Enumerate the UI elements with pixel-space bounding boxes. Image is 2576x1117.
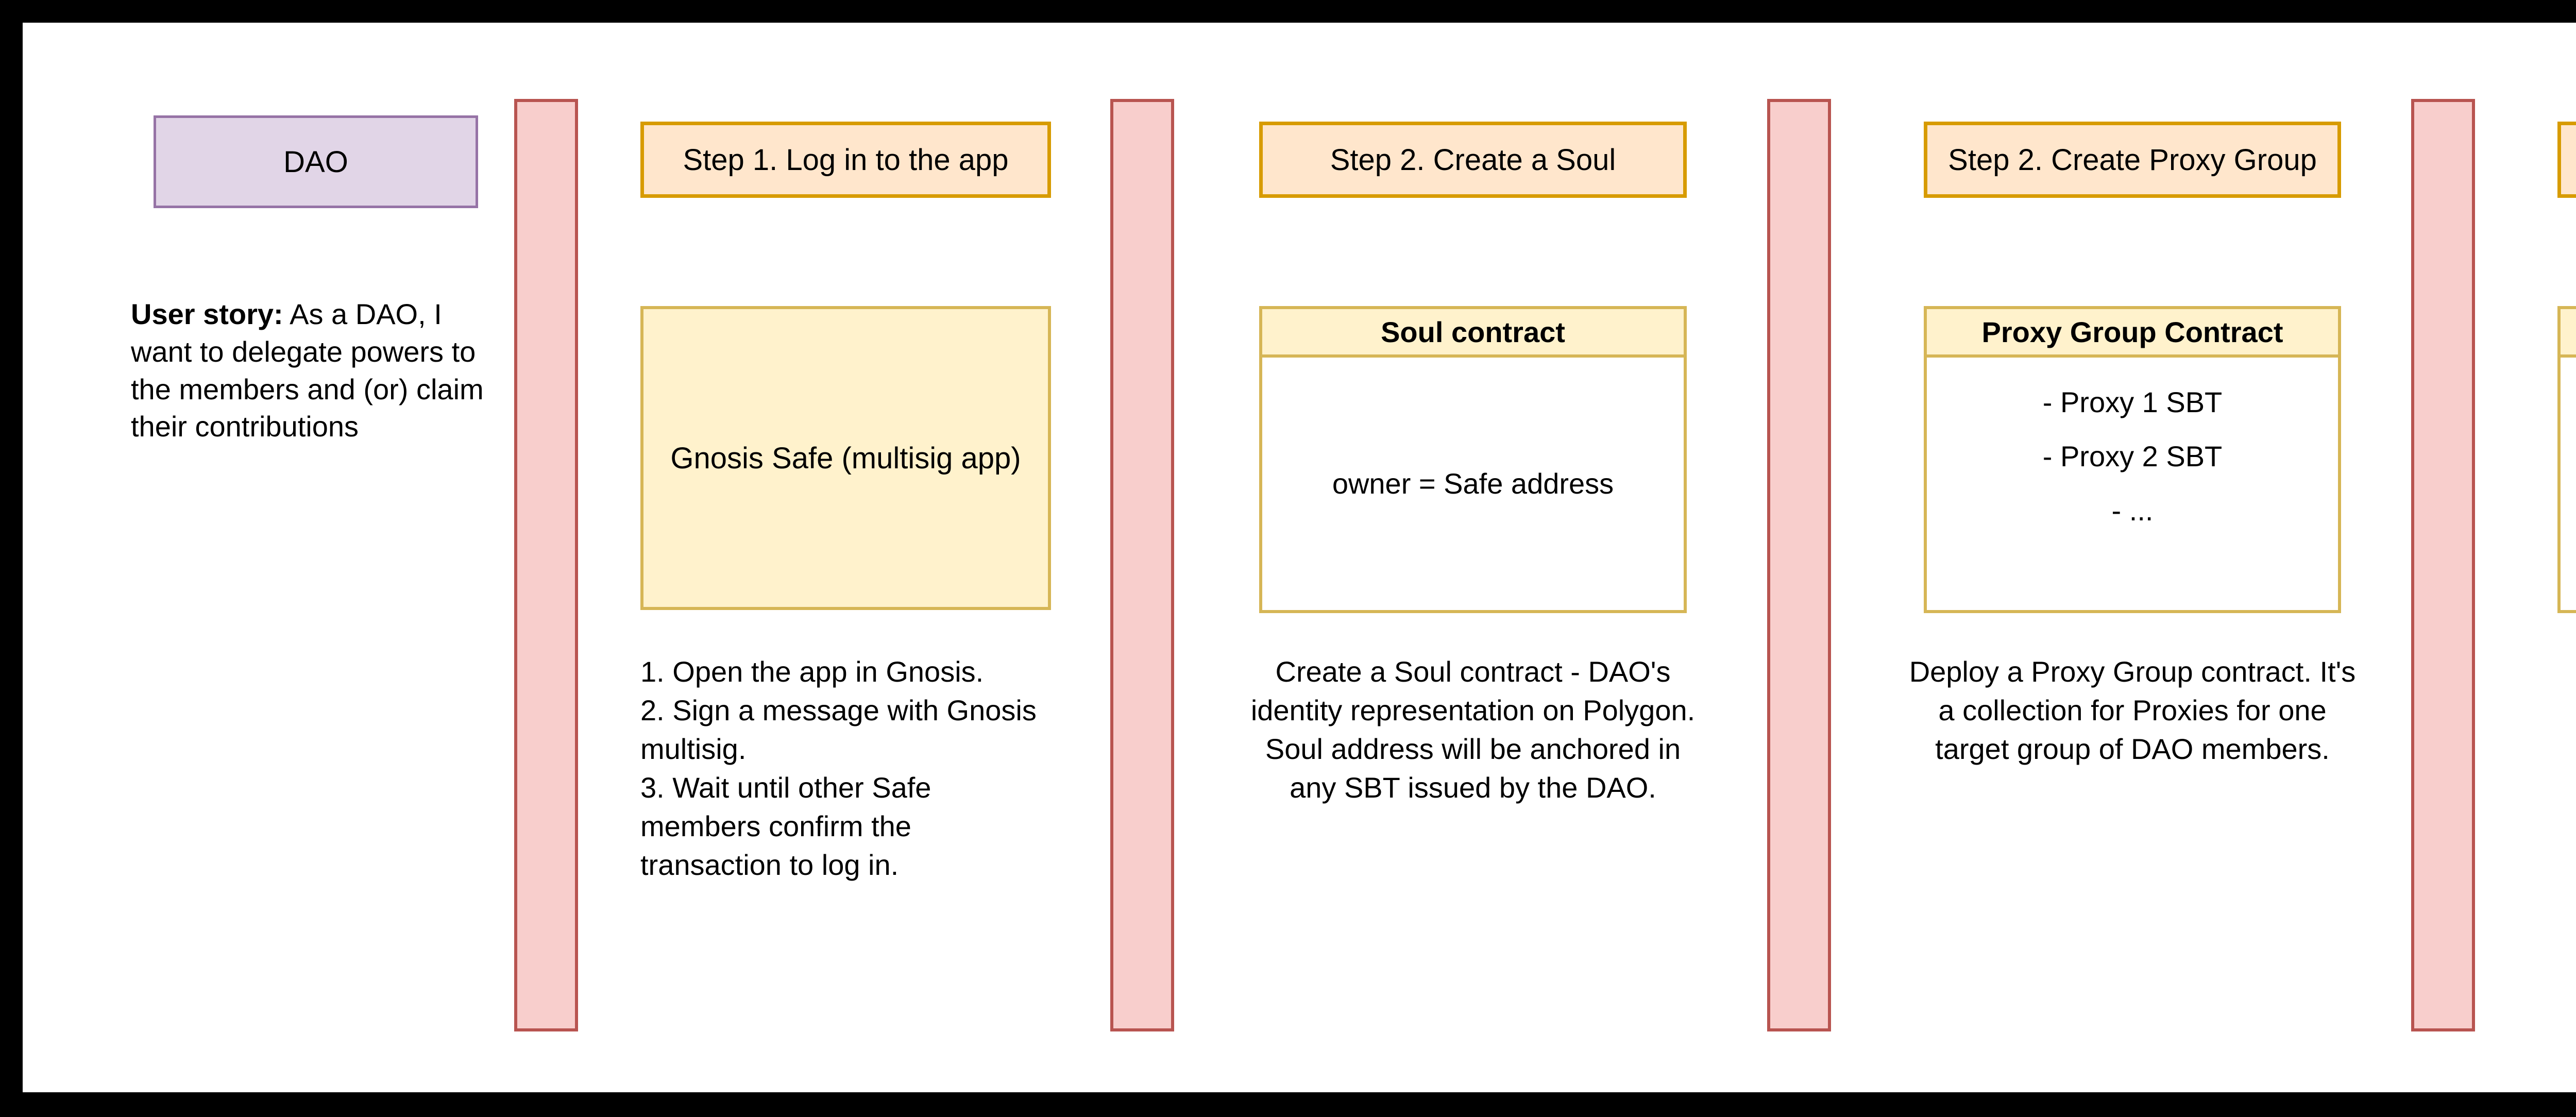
contract-body-proxy-sbt: - Reference to Representative's soul - R… xyxy=(2557,354,2576,613)
user-story-body: As a DAO, I want to delegate powers to t… xyxy=(131,298,484,443)
contract-title-proxy-group: Proxy Group Contract xyxy=(1924,306,2341,354)
contract-body-proxy-group: - Proxy 1 SBT - Proxy 2 SBT - ... xyxy=(1924,354,2341,613)
step-header-log-in[interactable]: Step 1. Log in to the app xyxy=(640,122,1051,198)
description-issue-proxy: Issue a Proxy SBT. Describe member's rol… xyxy=(2568,652,2576,768)
contract-title-soul: Soul contract xyxy=(1259,306,1687,354)
step-header-label: Step 2. Create a Soul xyxy=(1330,143,1616,177)
user-story-text: User story: As a DAO, I want to delegate… xyxy=(131,296,492,446)
list-item: - Proxy 2 SBT xyxy=(2042,439,2223,472)
list-item: - ... xyxy=(2111,494,2154,527)
step-header-create-soul[interactable]: Step 2. Create a Soul xyxy=(1259,122,1687,198)
contract-proxy-sbt[interactable]: Proxy SBT - Reference to Representative'… xyxy=(2557,306,2576,613)
swimlane-bar-1 xyxy=(514,99,578,1031)
contract-soul[interactable]: Soul contract owner = Safe address xyxy=(1259,306,1687,613)
contract-proxy-group[interactable]: Proxy Group Contract - Proxy 1 SBT - Pro… xyxy=(1924,306,2341,613)
actor-label: DAO xyxy=(283,145,348,179)
contract-title-proxy-sbt: Proxy SBT xyxy=(2557,306,2576,354)
description-create-soul: Create a Soul contract - DAO's identity … xyxy=(1250,655,1696,804)
swimlane-bar-2 xyxy=(1110,99,1174,1031)
step-header-label: Step 1. Log in to the app xyxy=(683,143,1009,177)
description-log-in: 1. Open the app in Gnosis. 2. Sign a mes… xyxy=(640,655,1037,882)
list-item: - Proxy 1 SBT xyxy=(2042,386,2223,418)
swimlane-bar-3 xyxy=(1767,99,1831,1031)
description-create-proxy-group: Deploy a Proxy Group contract. It's a co… xyxy=(1909,655,2356,766)
diagram-canvas: DAO User story: As a DAO, I want to dele… xyxy=(23,23,2576,1092)
actor-box-dao[interactable]: DAO xyxy=(154,115,478,208)
user-story-label: User story: xyxy=(131,298,283,330)
step-header-issue-proxy[interactable]: Step 2. Issue a Proxy xyxy=(2557,122,2576,198)
step-header-create-proxy-group[interactable]: Step 2. Create Proxy Group xyxy=(1924,122,2341,198)
contract-body-soul: owner = Safe address xyxy=(1259,354,1687,613)
note-label: Gnosis Safe (multisig app) xyxy=(670,441,1021,475)
note-gnosis-safe[interactable]: Gnosis Safe (multisig app) xyxy=(640,306,1051,610)
step-header-label: Step 2. Create Proxy Group xyxy=(1948,143,2317,177)
swimlane-bar-4 xyxy=(2411,99,2475,1031)
